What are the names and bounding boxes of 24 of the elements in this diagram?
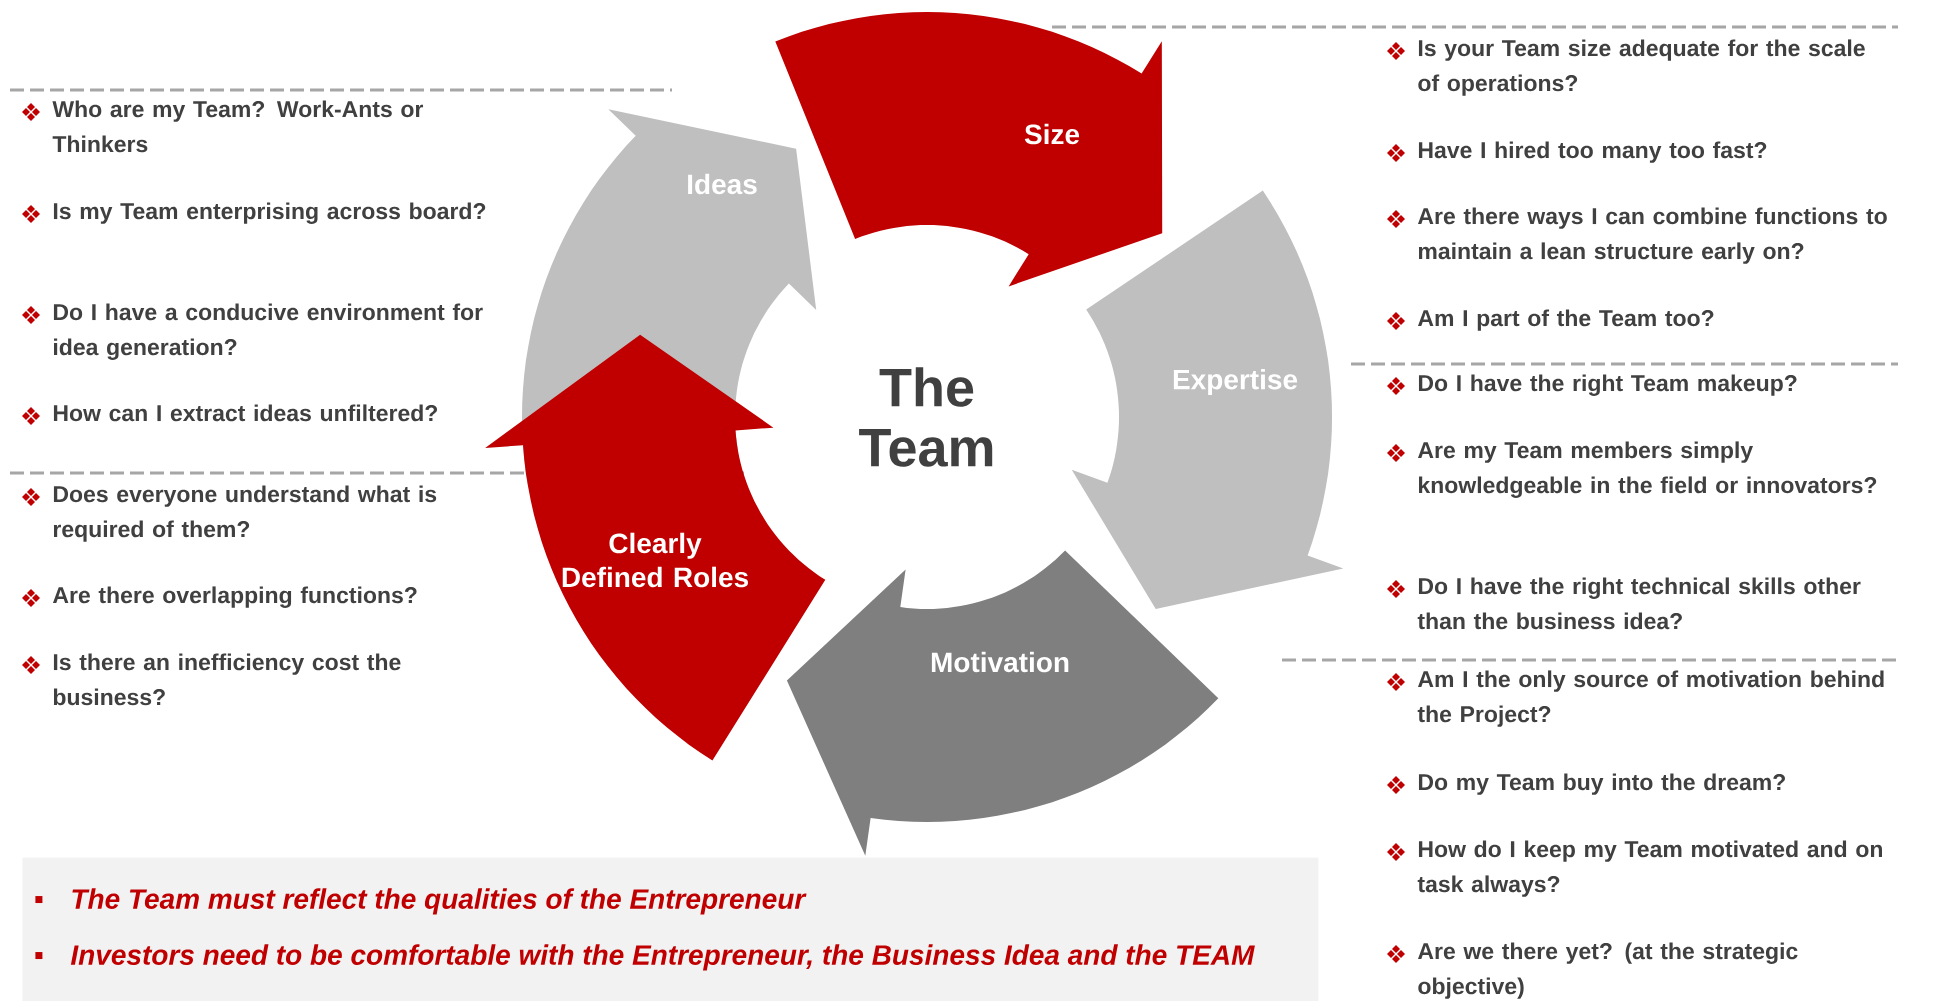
question-text: Are my Team members simply knowledgeable in the field or innovators?	[1418, 441, 1877, 498]
question-text: Am I the only source of motivation behind the Project?	[1417, 670, 1884, 727]
ring-segment: Expertise	[1071, 190, 1344, 609]
question-text: Are we there yet? (at the strategic objective)	[1418, 942, 1798, 999]
question-text: Is my Team enterprising across board?	[53, 202, 486, 224]
question-text: Are there ways I can combine functions to maintain a lean structure early on?	[1418, 207, 1887, 264]
question-text: Am I part of the Team too?	[1418, 309, 1714, 331]
question-text: Do I have the right Team makeup?	[1418, 374, 1797, 396]
center-title: The Team	[859, 367, 993, 467]
question-text: Are there overlapping functions?	[52, 586, 417, 608]
question-text: Is your Team size adequate for the scale of operations?	[1418, 39, 1865, 96]
question-text: Do I have a conducive environment for idea generation?	[53, 303, 483, 360]
question-text: How do I keep my Team motivated and on task always?	[1417, 840, 1882, 897]
question-text: How can I extract ideas unfiltered?	[53, 404, 438, 422]
question-text: Does everyone understand what is required of them?	[53, 485, 437, 542]
question-text: Who are my Team? Work-Ants or Thinkers	[52, 100, 424, 153]
question-text: Is there an inefficiency cost the business?	[53, 653, 401, 706]
question-text: Do I have the right technical skills other than the business idea?	[1417, 577, 1861, 630]
ring-segment: Motivation	[786, 550, 1219, 856]
question-text: Have I hired too many too fast?	[1418, 141, 1767, 163]
ring-segment: Clearly Defined Roles	[485, 334, 826, 761]
ring-segment: Size	[775, 12, 1163, 287]
question-text: Do my Team buy into the dream?	[1418, 773, 1785, 795]
note-box: The Team must reflect the qualities of the Entrepreneur Investors need to be comfortable with the Entrepreneur, the Business Idea and the TEAM	[22, 857, 1319, 1001]
